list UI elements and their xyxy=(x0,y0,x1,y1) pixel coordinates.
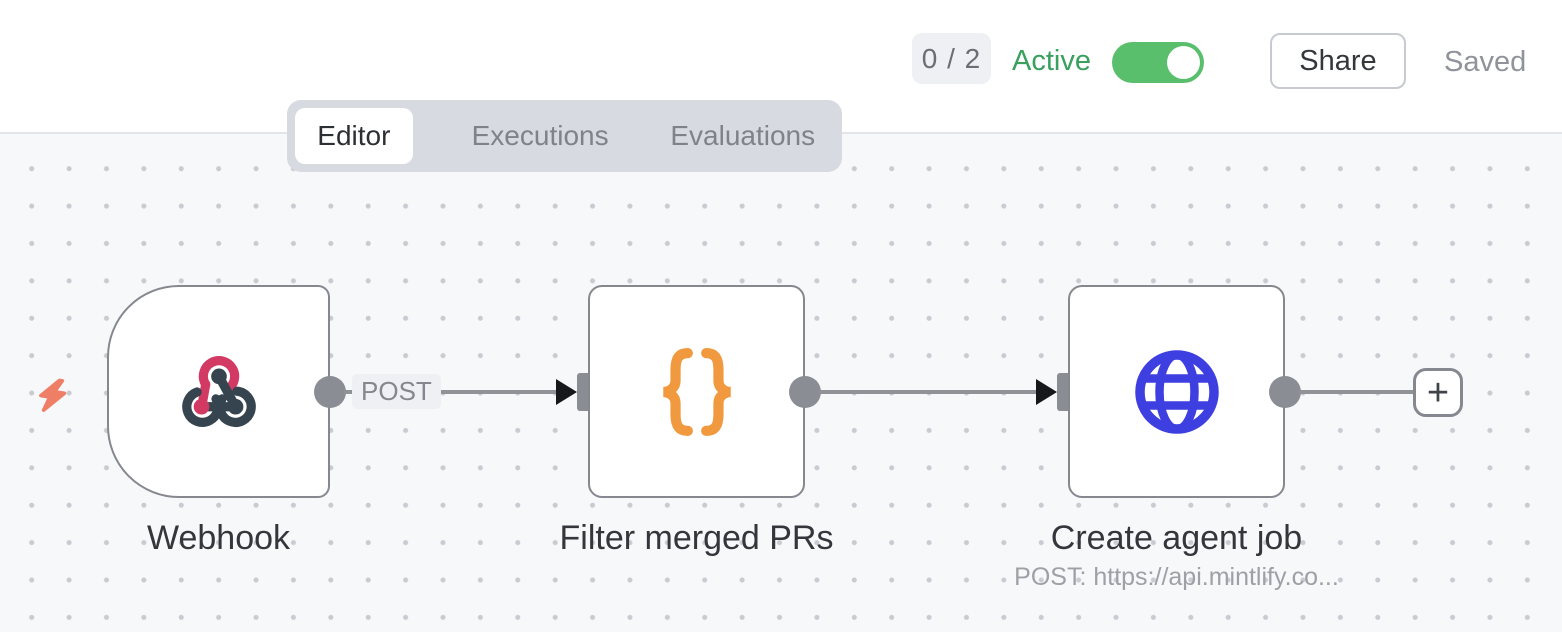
lightning-bolt-icon xyxy=(39,378,67,412)
webhook-icon xyxy=(181,355,256,427)
view-tab-bar: Editor Executions Evaluations xyxy=(287,100,842,172)
node-label-create-agent-job: Create agent job xyxy=(1050,519,1303,557)
add-node-button[interactable]: + xyxy=(1413,368,1463,417)
globe-icon xyxy=(1134,349,1219,434)
node-label-filter-merged-prs: Filter merged PRs xyxy=(559,519,834,557)
share-button[interactable]: Share xyxy=(1270,33,1406,89)
active-label: Active xyxy=(1012,45,1091,77)
node-create-agent-job[interactable] xyxy=(1068,285,1285,498)
issues-count-badge: 0 / 2 xyxy=(912,33,991,84)
toggle-knob-icon xyxy=(1167,46,1200,79)
tab-editor[interactable]: Editor xyxy=(295,108,413,164)
connection-label-post: POST xyxy=(352,374,441,409)
tab-evaluations[interactable]: Evaluations xyxy=(670,120,816,151)
active-toggle[interactable] xyxy=(1112,42,1204,83)
http-output-connector[interactable] xyxy=(1269,375,1301,408)
workflow-canvas[interactable]: Webhook POST Filter merged PRs xyxy=(0,134,1562,632)
save-status: Saved xyxy=(1444,46,1527,78)
node-subtitle-create-agent-job: POST: https://api.mintlify.co... xyxy=(1014,563,1339,591)
node-filter-merged-prs[interactable] xyxy=(588,285,805,498)
connection-arrow-icon xyxy=(556,378,577,405)
webhook-output-connector[interactable] xyxy=(314,375,346,408)
tab-executions[interactable]: Executions xyxy=(471,120,609,151)
connection-http-add[interactable] xyxy=(1299,389,1413,394)
node-webhook[interactable] xyxy=(107,285,330,498)
connection-webhook-filter[interactable] xyxy=(344,389,558,394)
connection-arrow-icon xyxy=(1036,378,1057,405)
code-braces-icon xyxy=(662,347,731,436)
filter-output-connector[interactable] xyxy=(789,375,821,408)
node-label-webhook: Webhook xyxy=(146,519,291,557)
connection-filter-http[interactable] xyxy=(819,389,1037,394)
